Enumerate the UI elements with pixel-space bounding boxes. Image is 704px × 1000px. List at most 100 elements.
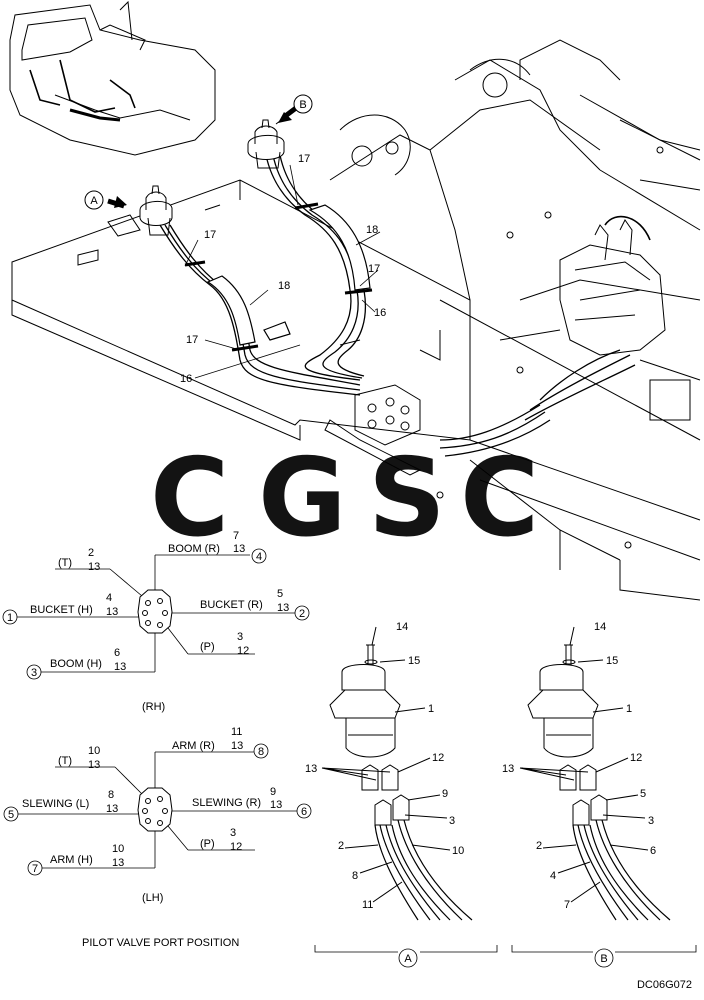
rh-bucket-r-circle: 2 — [299, 608, 305, 620]
lh-slewing-r-size: 13 — [270, 799, 282, 811]
detail-a-part-8: 8 — [352, 870, 358, 882]
rh-p-hose: 3 — [237, 631, 243, 643]
arrow-b-shaft — [282, 106, 298, 119]
detail-b-part-2: 2 — [536, 840, 542, 852]
rh-bucket-h-hose: 4 — [106, 592, 112, 604]
part-callouts: 17 17 17 17 18 18 16 16 — [180, 153, 386, 385]
detail-b-part-4: 4 — [550, 870, 556, 882]
main-assembly — [9, 0, 701, 601]
pilot-valve-a — [139, 185, 173, 236]
lh-port-diagram: 8 5 6 7 (T) 10 13 ARM (R) 11 13 SLEWING … — [3, 726, 312, 904]
rh-boom-r-hose: 7 — [233, 530, 239, 542]
callout-17c: 17 — [368, 263, 380, 275]
rh-t-hose: 2 — [88, 547, 94, 559]
detail-a-part-11: 11 — [362, 899, 373, 911]
rh-bucket-h-label: BUCKET (H) — [30, 604, 93, 616]
watermark-letter-1: C — [150, 436, 229, 561]
lh-arm-r-size: 13 — [231, 740, 243, 752]
rh-bucket-r-size: 13 — [277, 602, 289, 614]
detail-b-part-5: 5 — [640, 788, 646, 800]
lh-arm-h-label: ARM (H) — [50, 854, 93, 866]
lh-arm-r-hose: 11 — [231, 726, 242, 738]
lh-t-hose: 10 — [88, 745, 100, 757]
lh-slewing-r-hose: 9 — [270, 786, 276, 798]
lh-arm-h-circle: 7 — [32, 863, 38, 875]
callout-a: A — [84, 190, 104, 210]
detail-a-part-9: 9 — [442, 788, 448, 800]
watermark-letter-4: C — [460, 436, 539, 561]
rh-boom-r-circle: 4 — [256, 551, 262, 563]
lh-p-hose: 3 — [230, 827, 236, 839]
rh-t-label: (T) — [58, 557, 72, 569]
rh-port-block — [137, 589, 173, 634]
callout-a-text: A — [90, 195, 98, 207]
detail-a-part-13: 13 — [305, 763, 317, 775]
rh-t-size: 13 — [88, 561, 100, 573]
watermark-letter-2: G — [258, 436, 347, 561]
detail-a-part-15: 15 — [408, 655, 420, 667]
rh-caption: (RH) — [142, 701, 165, 713]
callout-16b: 16 — [180, 373, 192, 385]
detail-b-label: B — [600, 953, 607, 965]
callout-17d: 17 — [186, 334, 198, 346]
detail-b-part-13: 13 — [502, 763, 514, 775]
lh-t-size: 13 — [88, 759, 100, 771]
port-position-caption: PILOT VALVE PORT POSITION — [82, 937, 239, 949]
leader-lines — [184, 164, 381, 379]
callout-16a: 16 — [374, 307, 386, 319]
lh-slewing-l-hose: 8 — [108, 789, 114, 801]
detail-b-part-3: 3 — [648, 815, 654, 827]
detail-b-part-7: 7 — [564, 899, 570, 911]
lh-t-label: (T) — [58, 755, 72, 767]
lh-caption: (LH) — [142, 892, 163, 904]
rh-boom-h-label: BOOM (H) — [50, 658, 102, 670]
callout-17a: 17 — [204, 229, 216, 241]
detail-a-part-14: 14 — [396, 621, 408, 633]
rh-boom-h-hose: 6 — [114, 647, 120, 659]
detail-b-parts: 14 15 1 13 12 5 3 2 6 4 7 — [502, 621, 656, 911]
detail-b-part-12: 12 — [630, 752, 642, 764]
detail-b: 14 15 1 13 12 5 3 2 6 4 7 B — [502, 621, 697, 968]
rh-bucket-h-size: 13 — [106, 606, 118, 618]
watermark: C G S C — [150, 436, 539, 561]
boom-foot — [329, 134, 471, 301]
detail-a-part-12: 12 — [432, 752, 444, 764]
rh-p-label: (P) — [200, 641, 215, 653]
callout-18b: 18 — [278, 280, 290, 292]
callout-b: B — [293, 94, 313, 114]
watermark-letter-3: S — [368, 436, 446, 561]
lh-p-label: (P) — [200, 838, 215, 850]
drawing-code: DC06G072 — [637, 979, 692, 991]
detail-a-part-1: 1 — [428, 703, 434, 715]
lh-port-block — [137, 787, 173, 832]
arrow-a-shaft — [107, 198, 125, 209]
junction-block — [324, 384, 422, 476]
detail-b-part-14: 14 — [594, 621, 606, 633]
lh-arm-r-circle: 8 — [258, 746, 264, 758]
sleeve-a — [206, 275, 256, 346]
callout-17b: 17 — [298, 153, 310, 165]
detail-a-label: A — [404, 953, 412, 965]
detail-a: 14 15 1 13 12 9 3 2 10 8 11 A — [305, 621, 498, 968]
rh-port-diagram: 4 1 2 3 (T) 2 13 BOOM (R) 7 13 BUCKET (H… — [2, 530, 310, 713]
detail-b-part-15: 15 — [606, 655, 618, 667]
detail-a-part-2: 2 — [338, 840, 344, 852]
rh-boom-h-size: 13 — [114, 661, 126, 673]
rh-boom-h-circle: 3 — [31, 667, 37, 679]
lh-slewing-r-label: SLEWING (R) — [192, 797, 261, 809]
rh-p-size: 12 — [237, 645, 249, 657]
detail-b-part-1: 1 — [626, 703, 632, 715]
lh-arm-h-hose: 10 — [112, 843, 124, 855]
pilot-valve-b — [247, 119, 285, 169]
callout-18a: 18 — [366, 224, 378, 236]
pilot-hoses — [159, 149, 367, 396]
lh-slewing-l-size: 13 — [106, 803, 118, 815]
lh-slewing-l-circle: 5 — [8, 809, 14, 821]
lh-slewing-l-label: SLEWING (L) — [22, 798, 89, 810]
detail-b-part-6: 6 — [650, 845, 656, 857]
rh-bucket-r-label: BUCKET (R) — [200, 599, 263, 611]
lh-arm-r-label: ARM (R) — [172, 740, 215, 752]
detail-a-part-3: 3 — [449, 815, 455, 827]
rh-bucket-h-circle: 1 — [7, 612, 13, 624]
